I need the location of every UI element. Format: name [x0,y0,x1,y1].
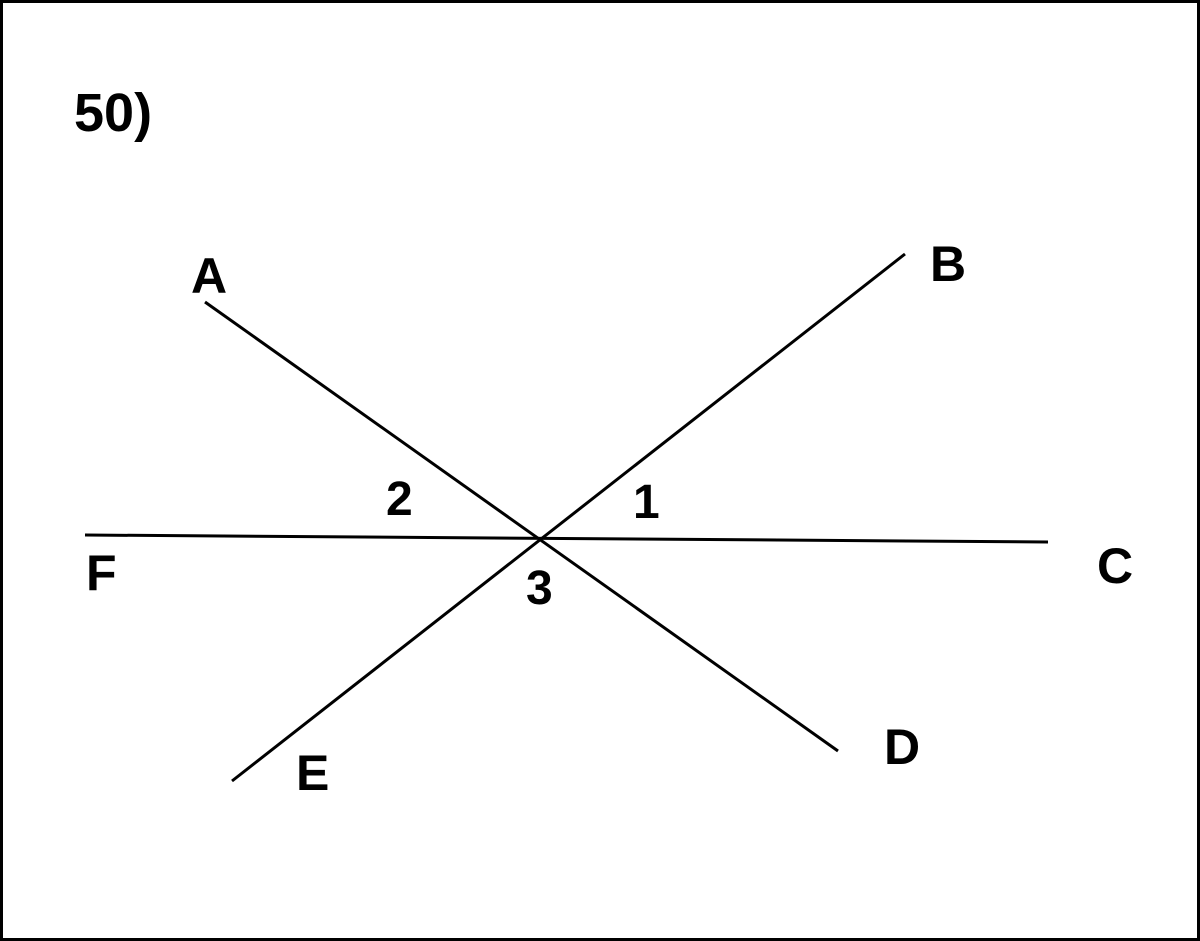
point-label-f: F [86,545,117,601]
problem-number: 50) [74,83,152,143]
line-a-d [204,300,839,753]
point-label-e: E [296,745,329,801]
point-label-b: B [930,236,966,292]
line-f-c [84,533,1049,544]
point-label-c: C [1097,538,1133,594]
angle-label-2: 2 [386,473,413,526]
point-label-d: D [884,719,920,775]
line-b-e [231,252,906,783]
angle-label-3: 3 [526,562,553,615]
point-label-a: A [191,248,227,304]
angle-label-1: 1 [633,476,660,529]
